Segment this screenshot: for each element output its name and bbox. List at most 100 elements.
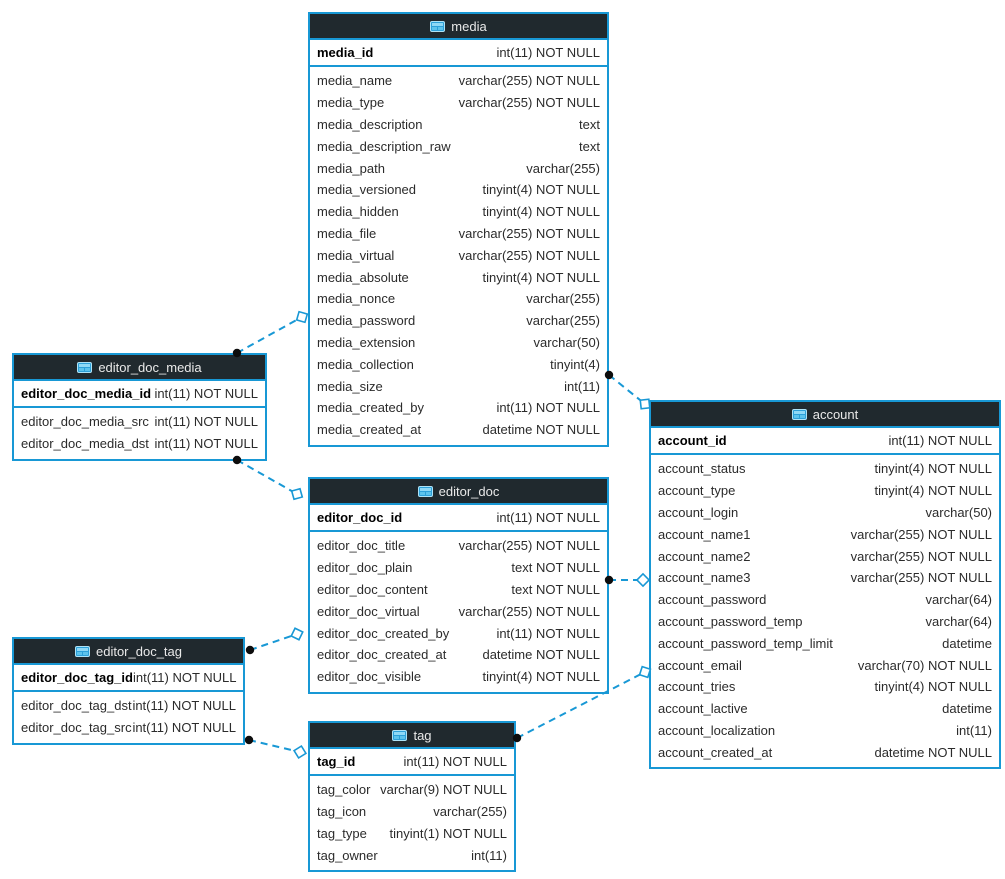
table-row[interactable]: account_localization int(11)	[651, 720, 999, 742]
column-type: varchar(255) NOT NULL	[458, 225, 600, 241]
column-name: media_id	[317, 45, 374, 60]
column-type: varchar(255) NOT NULL	[458, 538, 600, 554]
table-row[interactable]: media_size int(11)	[310, 375, 607, 397]
column-type: int(11) NOT NULL	[132, 670, 237, 685]
column-type: datetime	[942, 701, 992, 717]
column-name: media_created_by	[317, 400, 424, 416]
relationship-editor_doc_tag-tag[interactable]	[244, 735, 308, 760]
relationship-diamond-endpoint	[295, 310, 309, 324]
column-type: varchar(255) NOT NULL	[850, 548, 992, 564]
table-row[interactable]: account_password_temp_limit datetime	[651, 632, 999, 654]
column-name: editor_doc_id	[317, 510, 403, 525]
column-type: varchar(255) NOT NULL	[850, 526, 992, 542]
column-name: media_hidden	[317, 204, 399, 220]
table-title: account	[812, 406, 859, 422]
relationship-editor_doc_tag-editor_doc[interactable]	[245, 627, 304, 655]
column-name: editor_doc_created_at	[317, 647, 447, 663]
column-name: account_name2	[658, 548, 751, 564]
column-type: tinyint(4) NOT NULL	[482, 182, 600, 198]
table-icon	[791, 408, 807, 420]
column-type: tinyint(4) NOT NULL	[874, 679, 992, 695]
relationship-editor_doc_media-media[interactable]	[232, 310, 309, 358]
table-header-editor_doc_tag[interactable]: editor_doc_tag	[14, 639, 243, 665]
column-type: int(11) NOT NULL	[132, 698, 236, 714]
column-type: datetime	[942, 635, 992, 651]
table-header-editor_doc[interactable]: editor_doc	[310, 479, 607, 505]
column-type: varchar(255) NOT NULL	[458, 603, 600, 619]
column-name: account_localization	[658, 722, 776, 738]
relationship-media-account[interactable]	[604, 370, 651, 410]
table-header-account[interactable]: account	[651, 402, 999, 428]
relationship-editor_doc_media-editor_doc[interactable]	[232, 455, 304, 501]
table-header-media[interactable]: media	[310, 14, 607, 40]
table-header-editor_doc_media[interactable]: editor_doc_media	[14, 355, 265, 381]
column-name: tag_id	[317, 754, 356, 769]
column-type: int(11)	[956, 722, 992, 738]
column-name: account_password_temp_limit	[658, 635, 833, 651]
table-row[interactable]: account_name2 varchar(255) NOT NULL	[651, 545, 999, 567]
column-name: account_login	[658, 504, 739, 520]
column-name: media_size	[317, 378, 383, 394]
column-type: int(11)	[564, 378, 600, 394]
relationship-editor_doc-account[interactable]	[604, 572, 651, 588]
table-header-tag[interactable]: tag	[310, 723, 514, 749]
column-type: varchar(64)	[925, 613, 992, 629]
